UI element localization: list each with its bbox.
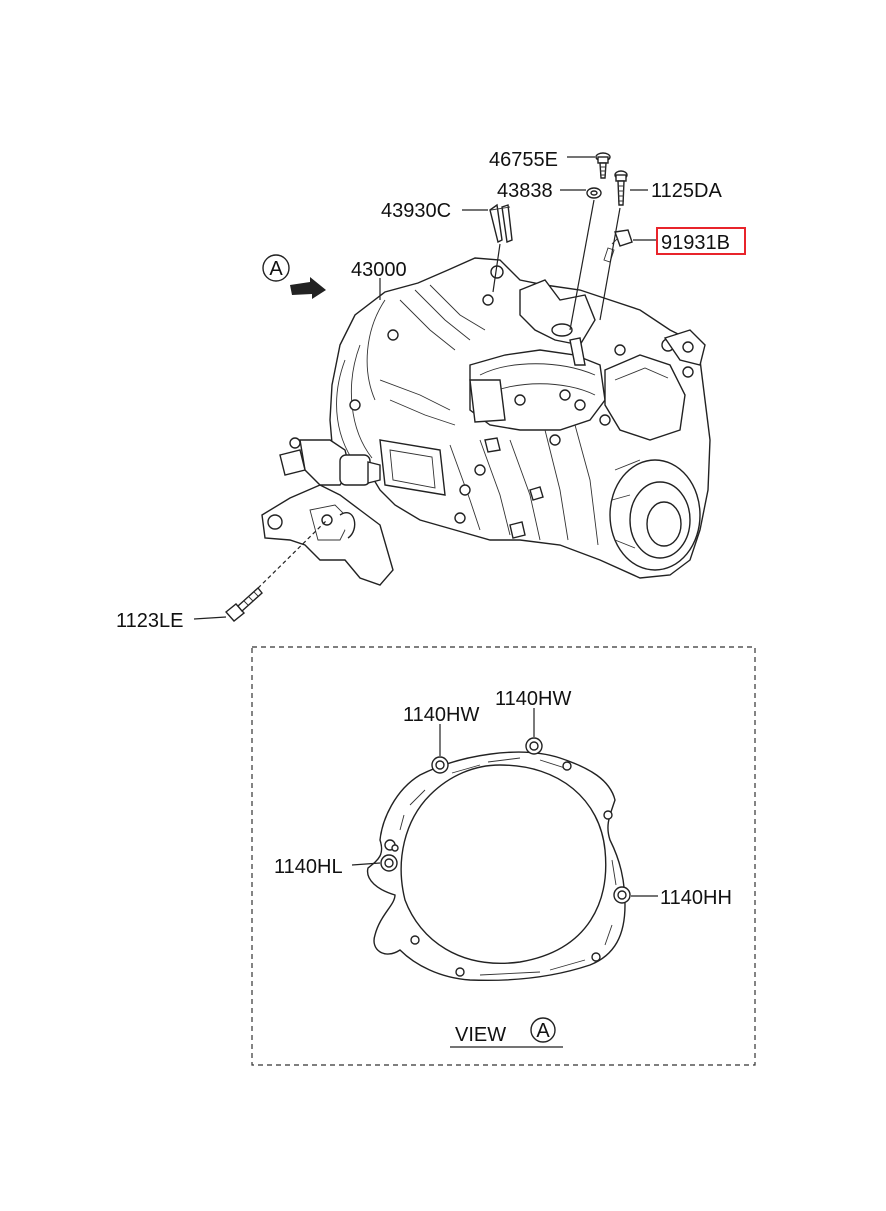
label-1140HH[interactable]: 1140HH: [660, 887, 732, 909]
bushing-1140HW-a[interactable]: [431, 756, 449, 774]
view-marker-letter: A: [269, 258, 283, 280]
label-1140HW-b[interactable]: 1140HW: [495, 688, 571, 710]
part-1123LE-bolt[interactable]: [224, 586, 263, 622]
part-43930C-clip[interactable]: [489, 203, 513, 244]
bell-housing-gasket[interactable]: [366, 751, 626, 982]
bushing-1140HW-b[interactable]: [525, 737, 543, 755]
view-caption-letter: A: [536, 1020, 550, 1042]
transmission-assembly[interactable]: [261, 257, 711, 586]
label-91931B[interactable]: 91931B: [661, 232, 730, 254]
part-1125DA-bolt[interactable]: [614, 170, 628, 206]
part-91931B-connector[interactable]: [603, 229, 633, 263]
label-1125DA[interactable]: 1125DA: [651, 180, 722, 202]
label-43000[interactable]: 43000: [351, 259, 407, 281]
view-caption: VIEW A: [450, 1017, 563, 1048]
label-46755E[interactable]: 46755E: [489, 149, 558, 171]
label-43930C[interactable]: 43930C: [381, 200, 451, 222]
highlight-box-91931B: [656, 227, 746, 255]
part-43838-washer[interactable]: [586, 187, 602, 199]
view-a-marker: A: [262, 254, 326, 299]
label-1123LE[interactable]: 1123LE: [116, 610, 183, 632]
view-arrow-icon: [290, 277, 326, 299]
bushing-1140HH[interactable]: [613, 886, 631, 904]
part-46755E-bolt[interactable]: [595, 152, 611, 179]
view-a-dashed-box: [251, 646, 756, 1066]
label-1140HW-a[interactable]: 1140HW: [403, 704, 479, 726]
view-caption-text: VIEW: [455, 1024, 506, 1046]
bushing-1140HL[interactable]: [380, 854, 398, 872]
label-43838[interactable]: 43838: [497, 180, 553, 202]
label-1140HL[interactable]: 1140HL: [274, 856, 343, 878]
